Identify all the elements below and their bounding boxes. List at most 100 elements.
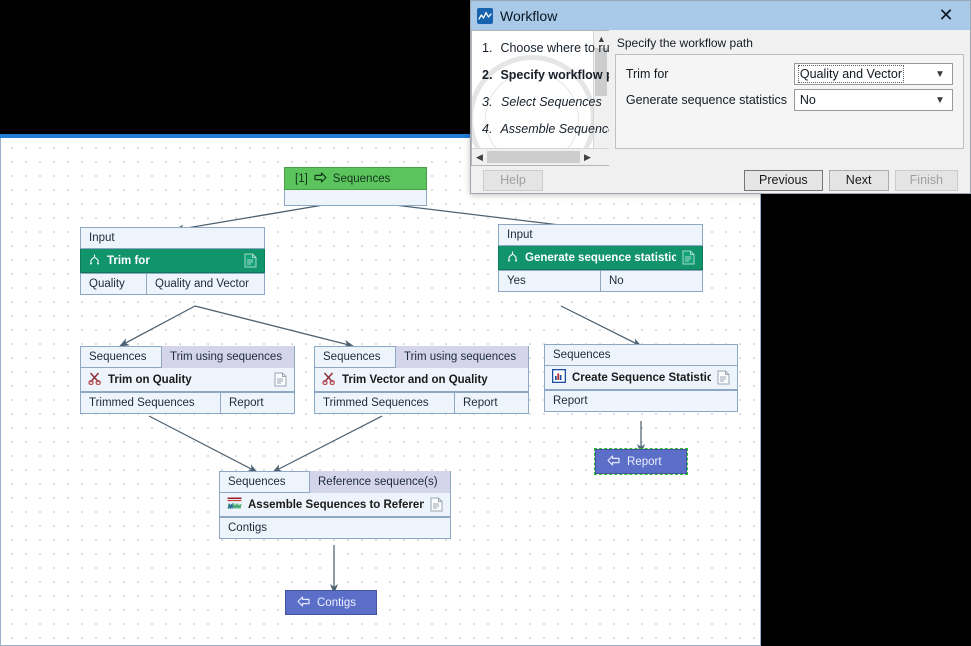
port-input[interactable]: Input [507, 229, 533, 241]
scroll-up-button[interactable]: ▲ [596, 33, 606, 44]
input-arrow-icon [314, 171, 327, 186]
document-icon[interactable] [244, 253, 257, 268]
output-report-label: Report [627, 455, 662, 468]
dialog-footer: Help Previous Next Finish [471, 166, 970, 194]
workflow-node-assemble-sequences-to-reference[interactable]: Sequences Reference sequence(s) Assemble… [219, 471, 451, 539]
dialog-body: 1. Choose where to run 2. Specify workfl… [471, 30, 970, 166]
port-report[interactable]: Report [454, 392, 528, 414]
document-icon[interactable] [430, 497, 443, 512]
canvas-accent-bar [0, 134, 763, 138]
document-icon[interactable] [682, 250, 695, 265]
workflow-output-contigs[interactable]: Contigs [285, 590, 377, 615]
port-input[interactable]: Input [89, 232, 115, 244]
parameters-group-box: Trim for Quality and Vector ▼ Generate s… [614, 54, 964, 149]
trim-for-input-ports: Input [80, 227, 265, 249]
trim-for-header[interactable]: Trim for [80, 249, 265, 273]
gss-input-ports: Input [498, 224, 703, 246]
generate-sequence-statistics-select[interactable]: No ▼ [793, 89, 953, 111]
output-arrow-icon [607, 454, 620, 469]
close-icon[interactable]: ✕ [938, 5, 954, 25]
css-title: Create Sequence Statistics [572, 371, 711, 384]
wizard-steps-list: 1. Choose where to run 2. Specify workfl… [472, 31, 609, 136]
dialog-title-bar[interactable]: Workflow ✕ [471, 1, 970, 30]
step-number: 2. [482, 68, 493, 82]
workflow-node-trim-vector-and-on-quality[interactable]: Sequences Trim using sequences Trim Vect… [314, 346, 529, 414]
workflow-node-create-sequence-statistics[interactable]: Sequences Create Sequence Statistics Rep… [544, 344, 738, 412]
css-header[interactable]: Create Sequence Statistics [544, 366, 738, 390]
next-button[interactable]: Next [828, 169, 889, 191]
trim-for-select[interactable]: Quality and Vector ▼ [793, 63, 953, 85]
asr-output-ports: Contigs [219, 517, 451, 539]
css-input-ports: Sequences [544, 344, 738, 366]
finish-button[interactable]: Finish [894, 169, 958, 191]
chevron-down-icon[interactable]: ▼ [935, 94, 945, 106]
port-sequences[interactable]: Sequences [228, 476, 286, 488]
sequences-input-header[interactable]: [1] Sequences [284, 167, 427, 190]
bar-chart-icon [551, 368, 567, 386]
port-trimmed-sequences[interactable]: Trimmed Sequences [89, 397, 195, 409]
previous-button[interactable]: Previous [744, 169, 823, 191]
branch-fork-icon [506, 250, 519, 266]
port-trimmed-sequences[interactable]: Trimmed Sequences [323, 397, 429, 409]
workflow-node-sequences-input[interactable]: [1] Sequences [284, 167, 427, 206]
document-icon[interactable] [717, 370, 730, 385]
toq-header[interactable]: Trim on Quality [80, 368, 295, 392]
horizontal-scrollbar-thumb[interactable] [487, 151, 580, 163]
wizard-step-choose-where-to-run[interactable]: 1. Choose where to run [472, 41, 609, 55]
parameters-legend: Specify the workflow path [616, 36, 753, 50]
scroll-right-button[interactable]: ▶ [584, 151, 591, 162]
node-index: [1] [295, 172, 308, 185]
vertical-scrollbar-thumb[interactable] [595, 48, 608, 96]
scissors-icon [322, 371, 336, 388]
port-trim-using-sequences[interactable]: Trim using sequences [161, 346, 294, 368]
trim-for-value: Quality and Vector [797, 65, 905, 83]
wizard-step-assemble-sequences-to[interactable]: 4. Assemble Sequences to [472, 122, 609, 136]
port-report[interactable]: Report [553, 395, 588, 407]
chevron-down-icon[interactable]: ▼ [935, 68, 945, 80]
wizard-steps-pane: 1. Choose where to run 2. Specify workfl… [471, 30, 609, 166]
port-yes[interactable]: Yes [507, 275, 526, 287]
help-button[interactable]: Help [483, 169, 543, 191]
parameters-pane: Specify the workflow path Trim for Quali… [608, 30, 970, 166]
gss-header[interactable]: Generate sequence statistics [498, 246, 703, 270]
css-output-ports: Report [544, 390, 738, 412]
port-trim-using-sequences[interactable]: Trim using sequences [395, 346, 528, 368]
port-contigs[interactable]: Contigs [228, 522, 267, 534]
port-report[interactable]: Report [220, 392, 294, 414]
asr-input-ports: Sequences Reference sequence(s) [219, 471, 451, 493]
step-number: 3. [482, 95, 493, 109]
port-sequences[interactable]: Sequences [553, 349, 611, 361]
dialog-title: Workflow [500, 7, 558, 24]
workflow-output-report[interactable]: Report [594, 448, 688, 475]
workflow-canvas[interactable]: [1] Sequences Input Trim for [0, 138, 761, 646]
wizard-step-specify-workflow-path[interactable]: 2. Specify workflow path [472, 68, 609, 82]
trim-for-label: Trim for [625, 67, 669, 81]
workflow-wizard-dialog[interactable]: Workflow ✕ 1. Choose where to run 2. Spe… [470, 0, 971, 194]
gss-output-ports: Yes No [498, 270, 703, 292]
scroll-left-button[interactable]: ◀ [476, 151, 483, 162]
port-sequences[interactable]: Sequences [323, 351, 381, 363]
sequences-input-port-row [284, 190, 427, 206]
workflow-node-trim-on-quality[interactable]: Sequences Trim using sequences Trim on Q… [80, 346, 295, 414]
port-sequences[interactable]: Sequences [89, 351, 147, 363]
output-arrow-icon [297, 595, 310, 610]
workflow-node-generate-sequence-statistics[interactable]: Input Generate sequence statistics Yes N… [498, 224, 703, 292]
generate-sequence-statistics-value: No [799, 93, 816, 107]
workflow-node-trim-for[interactable]: Input Trim for Quality Quality and Vecto… [80, 227, 265, 295]
toq-output-ports: Trimmed Sequences Report [80, 392, 295, 414]
toq-input-ports: Sequences Trim using sequences [80, 346, 295, 368]
step-label: Select Sequences [501, 95, 602, 109]
asr-header[interactable]: Assemble Sequences to Reference [219, 493, 451, 517]
toq-title: Trim on Quality [108, 373, 192, 386]
wizard-step-select-sequences[interactable]: 3. Select Sequences [472, 95, 609, 109]
port-reference-sequences[interactable]: Reference sequence(s) [309, 471, 450, 493]
trim-for-output-ports: Quality Quality and Vector [80, 273, 265, 295]
document-icon[interactable] [274, 372, 287, 387]
field-row-trim-for: Trim for Quality and Vector ▼ [626, 63, 953, 85]
port-quality[interactable]: Quality [89, 278, 125, 290]
port-no[interactable]: No [600, 270, 702, 292]
field-row-generate-sequence-statistics: Generate sequence statistics No ▼ [626, 89, 953, 111]
tvq-header[interactable]: Trim Vector and on Quality [314, 368, 529, 392]
steps-horizontal-scrollbar[interactable]: ◀ ▶ [472, 148, 609, 165]
port-quality-and-vector[interactable]: Quality and Vector [146, 273, 264, 295]
